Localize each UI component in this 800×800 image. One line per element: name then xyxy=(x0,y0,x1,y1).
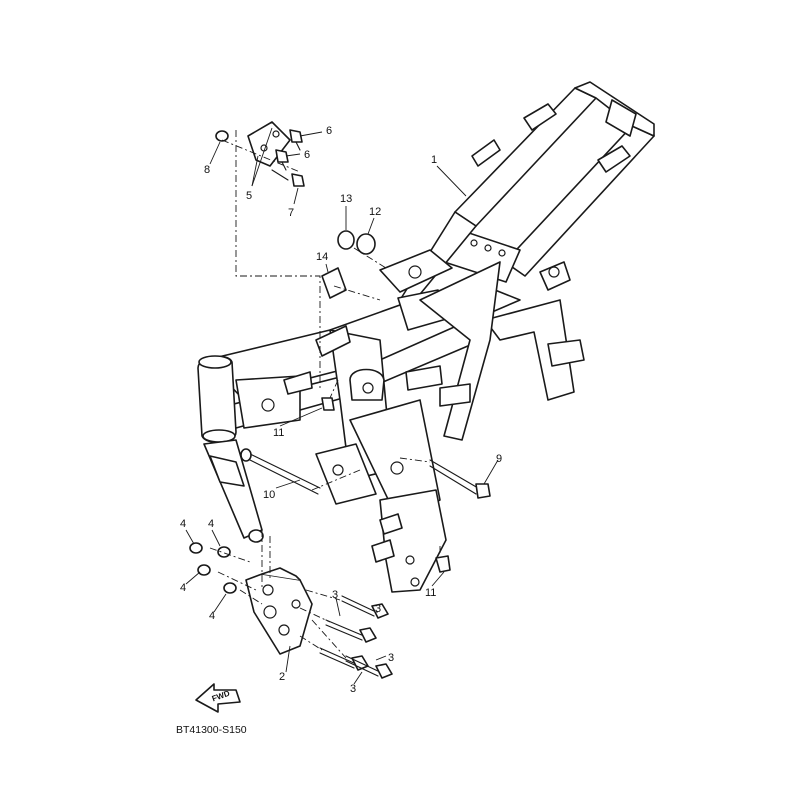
callout-4: 4 xyxy=(208,518,214,530)
forward-arrow: FWD xyxy=(195,683,241,713)
callout-13: 13 xyxy=(340,193,352,205)
callout-1: 1 xyxy=(431,154,437,166)
callout-3: 3 xyxy=(388,652,394,664)
callout-12: 12 xyxy=(369,206,381,218)
leader-lines xyxy=(185,127,499,685)
callout-11: 11 xyxy=(425,587,436,599)
callout-5: 5 xyxy=(246,190,252,202)
side-bracket-assembly xyxy=(215,121,305,187)
callout-9: 9 xyxy=(496,453,502,465)
callout-8: 8 xyxy=(204,164,210,176)
callout-10: 10 xyxy=(263,489,275,501)
callout-3: 3 xyxy=(375,603,381,615)
callout-6: 6 xyxy=(304,149,310,161)
callout-2: 2 xyxy=(279,671,285,683)
engine-bracket-part xyxy=(245,567,313,655)
main-frame xyxy=(197,81,655,593)
callout-6: 6 xyxy=(326,125,332,137)
through-bolts xyxy=(240,397,491,573)
engine-bracket-bolts xyxy=(319,595,393,679)
callout-3: 3 xyxy=(350,683,356,695)
callout-4: 4 xyxy=(209,610,215,622)
callout-11: 11 xyxy=(273,427,284,439)
grommets-and-label xyxy=(321,230,376,299)
diagram-code: BT41300-S150 xyxy=(176,724,247,736)
callout-7: 7 xyxy=(288,207,294,219)
callout-14: 14 xyxy=(316,251,328,263)
callout-4: 4 xyxy=(180,518,186,530)
callout-4: 4 xyxy=(180,582,186,594)
callout-3: 3 xyxy=(332,589,338,601)
collars xyxy=(189,529,264,594)
callout-labels: 1 2 3 3 3 3 4 4 4 4 5 6 6 7 8 9 10 11 11… xyxy=(180,125,502,695)
alignment-lines xyxy=(209,130,441,659)
